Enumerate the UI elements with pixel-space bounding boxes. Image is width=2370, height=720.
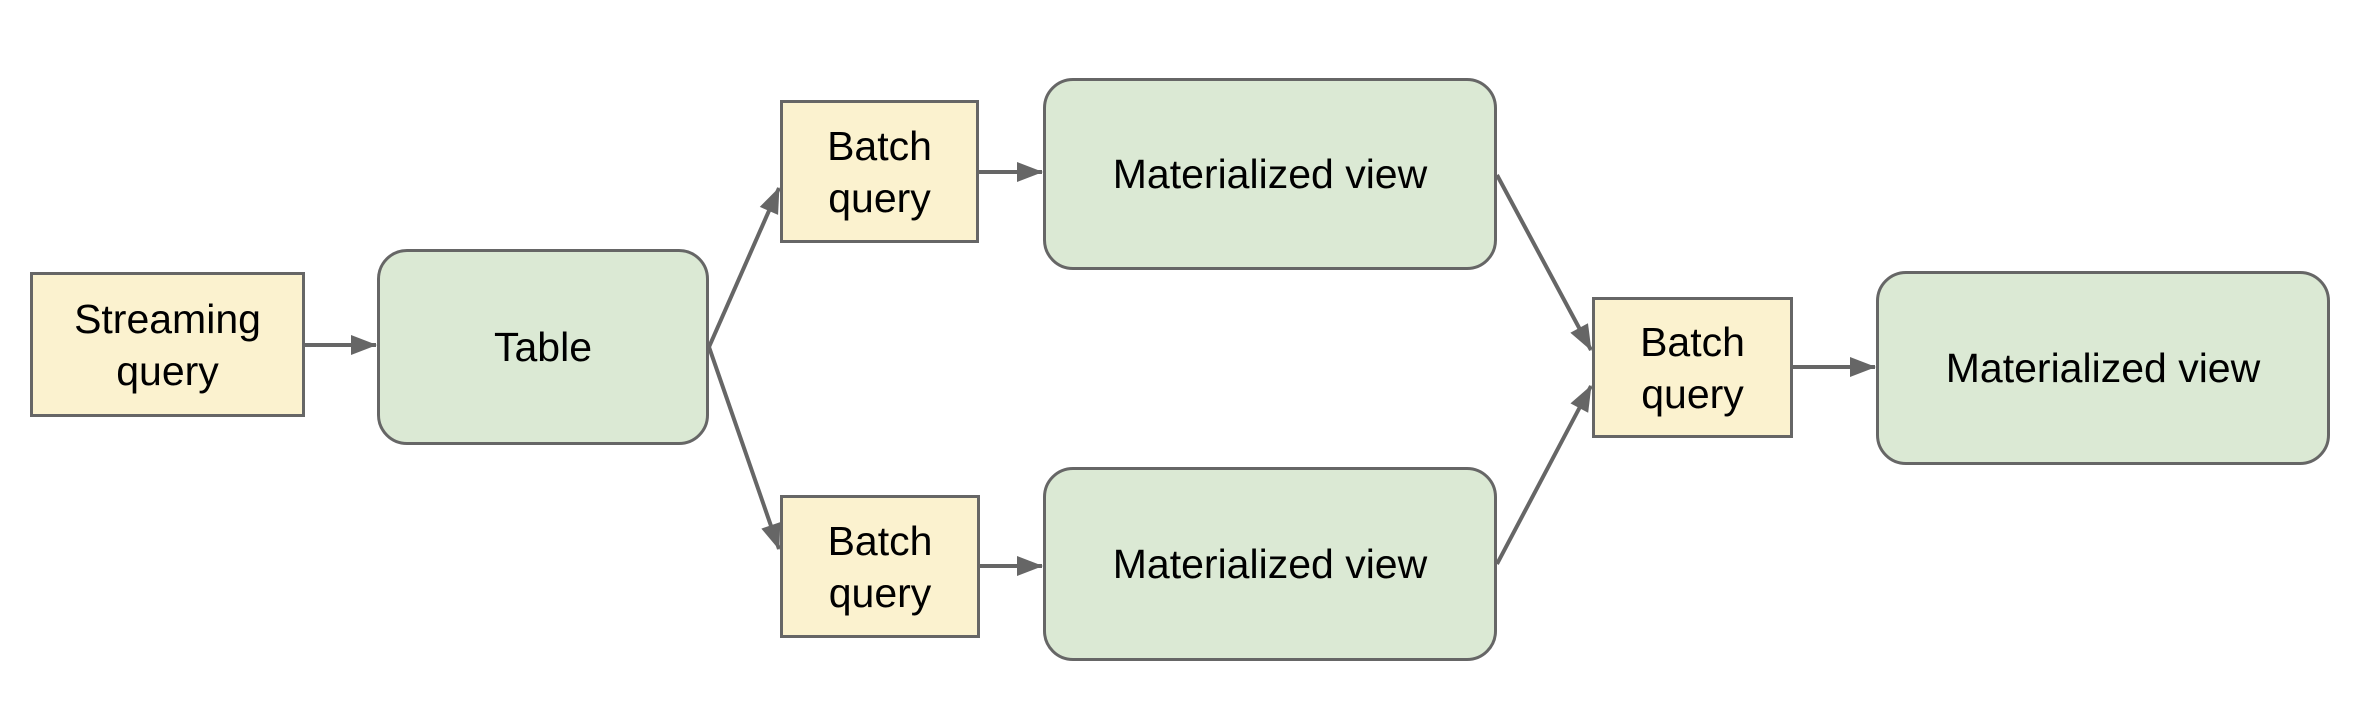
node-batch-query-top-label: Batch query [827, 122, 932, 221]
node-materialized-view-top: Materialized view [1043, 78, 1497, 270]
node-materialized-view-final-label: Materialized view [1945, 345, 2261, 391]
node-batch-query-top: Batch query [780, 100, 979, 243]
node-batch-query-bottom: Batch query [780, 495, 980, 638]
node-batch-query-final-label: Batch query [1640, 318, 1745, 417]
node-batch-query-final: Batch query [1592, 297, 1793, 438]
node-batch-query-bottom-label: Batch query [827, 517, 933, 616]
edge-table-to-batch-query-bottom [707, 346, 781, 550]
node-materialized-view-bottom-label: Materialized view [1112, 541, 1428, 587]
node-streaming-query-label: Streaming query [74, 295, 261, 394]
node-materialized-view-bottom: Materialized view [1043, 467, 1497, 661]
edge-table-to-batch-query-top [707, 187, 781, 348]
node-table-label: Table [493, 324, 592, 370]
edge-mv-bottom-to-batch-query-final [1495, 385, 1593, 565]
node-materialized-view-final: Materialized view [1876, 271, 2330, 465]
edge-mv-top-to-batch-query-final [1495, 174, 1593, 351]
node-table: Table [377, 249, 709, 445]
node-streaming-query: Streaming query [30, 272, 305, 417]
node-materialized-view-top-label: Materialized view [1112, 151, 1428, 197]
